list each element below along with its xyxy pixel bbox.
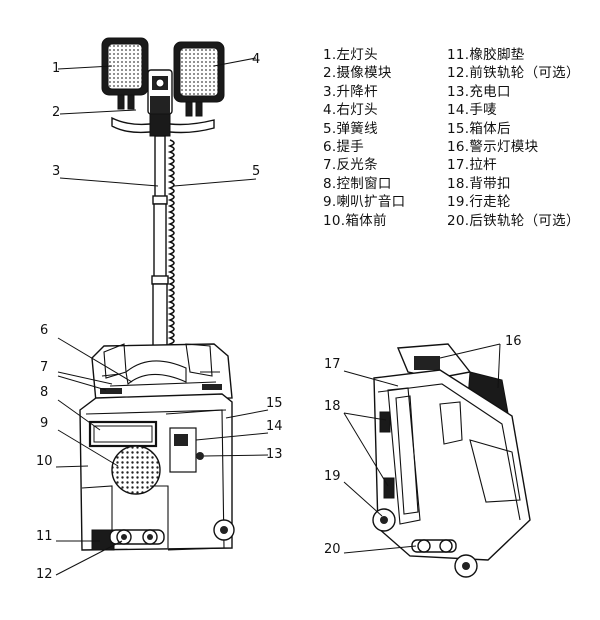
callout-numbers: 1 2 3 4 5 6 7 8 9 10 11 12 13 14 15 16 1… (36, 52, 522, 582)
callout-4: 4 (252, 52, 260, 67)
legend-item: 4.右灯头 (323, 102, 378, 119)
legend-item: 8.控制窗口 (323, 175, 392, 192)
lift-pole (151, 135, 169, 355)
legend-item: 10.箱体前 (323, 212, 387, 229)
front-rail-wheel (109, 529, 165, 545)
legend-item: 19.行走轮 (447, 194, 511, 211)
callout-16: 16 (505, 334, 522, 349)
callout-1: 1 (52, 61, 60, 76)
legend-item: 20.后铁轨轮（可选） (447, 212, 580, 229)
pull-rod (387, 387, 421, 525)
legend-item: 11.橡胶脚垫 (447, 47, 525, 63)
callout-18: 18 (324, 399, 341, 414)
callout-17: 17 (324, 357, 341, 372)
legend-item: 1.左灯头 (323, 47, 378, 63)
left-lamp-head (101, 37, 149, 110)
legend-item: 7.反光条 (323, 157, 378, 174)
callout-5: 5 (252, 164, 260, 179)
front-view (79, 37, 235, 551)
rear-rail-wheel (411, 539, 457, 553)
callout-20: 20 (324, 542, 341, 557)
walking-wheel (372, 508, 396, 532)
right-lamp-head (173, 41, 225, 117)
parts-legend-right: 11.橡胶脚垫 12.前铁轨轮（可选） 13.充电口 14.手唛 15.箱体后 … (447, 46, 580, 230)
leader-lines (55, 57, 501, 576)
callout-8: 8 (40, 385, 48, 400)
parts-legend-left: 1.左灯头 2.摄像模块 3.升降杆 4.右灯头 5.弹簧线 6.提手 7.反光… (323, 46, 405, 230)
callout-3: 3 (52, 164, 60, 179)
legend-item: 3.升降杆 (323, 83, 378, 100)
legend-item: 18.背带扣 (447, 175, 511, 192)
callout-12: 12 (36, 567, 53, 582)
callout-7: 7 (40, 360, 48, 375)
rear-view (372, 343, 531, 578)
callout-15: 15 (266, 396, 283, 411)
callout-14: 14 (266, 419, 283, 434)
camera-module (147, 69, 173, 115)
legend-item: 9.喇叭扩音口 (323, 194, 406, 211)
callout-19: 19 (324, 469, 341, 484)
legend-item: 6.提手 (323, 139, 365, 156)
callout-2: 2 (52, 105, 60, 120)
speaker-grille (111, 445, 161, 495)
callout-10: 10 (36, 454, 53, 469)
legend-item: 15.箱体后 (447, 120, 511, 137)
legend-item: 12.前铁轨轮（可选） (447, 65, 580, 82)
legend-item: 5.弹簧线 (323, 120, 378, 137)
legend-item: 2.摄像模块 (323, 65, 392, 82)
callout-13: 13 (266, 447, 283, 462)
charging-port (196, 452, 204, 460)
legend-item: 14.手唛 (447, 102, 497, 119)
handle (125, 360, 187, 386)
legend-item: 13.充电口 (447, 83, 511, 100)
callout-6: 6 (40, 323, 48, 338)
callout-11: 11 (36, 529, 53, 544)
legend-item: 17.拉杆 (447, 157, 497, 174)
legend-item: 16.警示灯模块 (447, 139, 539, 156)
callout-9: 9 (40, 416, 48, 431)
spring-cable (167, 139, 175, 357)
